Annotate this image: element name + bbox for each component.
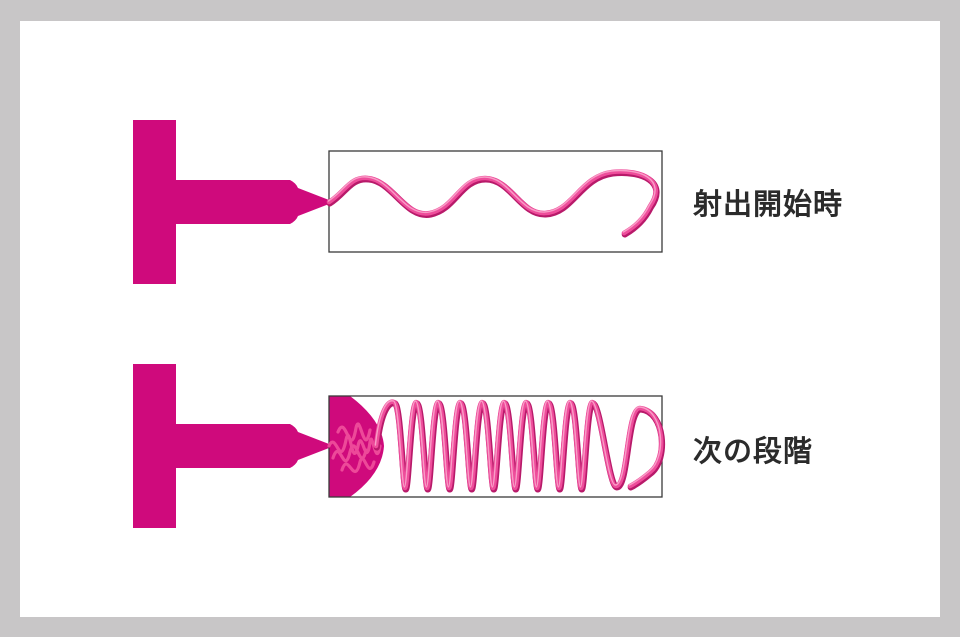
strand-highlight bbox=[374, 400, 662, 488]
stage-1-group bbox=[133, 120, 663, 284]
stage-label-injection-start: 射出開始時 bbox=[693, 187, 844, 221]
stage-label-next-stage: 次の段階 bbox=[693, 434, 814, 468]
extruded-strand-icon bbox=[326, 169, 660, 238]
mold-cavity-box bbox=[328, 150, 663, 253]
stage-2-group bbox=[133, 364, 666, 528]
injection-nozzle-icon bbox=[133, 364, 329, 528]
injection-nozzle-icon bbox=[133, 120, 329, 284]
extruded-strand-icon bbox=[327, 399, 666, 493]
tangled-strand bbox=[327, 422, 382, 474]
strand-highlight bbox=[327, 169, 656, 233]
